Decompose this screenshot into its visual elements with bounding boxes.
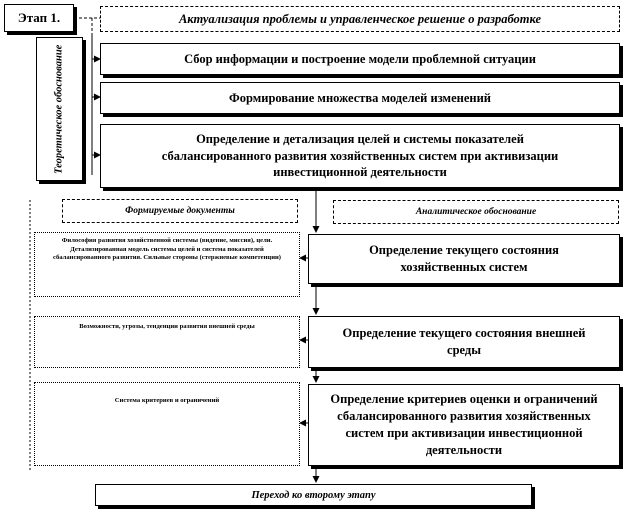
analytic-step-3: Определение критериев оценки и ограничен… [308,384,620,466]
step-3: Определение и детализация целей и систем… [100,124,620,188]
step-2: Формирование множества моделей изменений [100,82,620,114]
stage-label: Этап 1. [4,4,74,32]
doc-1: Философия развития хозяйственной системы… [53,237,281,262]
analytic-step-2: Определение текущего состояния внешней с… [308,316,620,368]
doc-3-box: Система критериев и ограничений [34,382,300,466]
documents-header: Формируемые документы [62,199,298,223]
step-1: Сбор информации и построение модели проб… [100,43,620,75]
analytic-step-1: Определение текущего состояния хозяйстве… [308,234,620,284]
next-stage: Переход ко второму этапу [95,484,532,506]
doc-2: Возможности, угрозы, тенденции развития … [79,323,255,330]
doc-3: Система критериев и ограничений [114,397,220,404]
doc-2-box: Возможности, угрозы, тенденции развития … [34,316,300,368]
doc-1-box: Философия развития хозяйственной системы… [34,232,300,297]
analytic-header: Аналитическое обоснование [333,200,619,224]
top-title: Актуализация проблемы и управленческое р… [100,6,620,32]
side-label-box: Теоретическое обоснование [36,37,83,181]
side-label: Теоретическое обоснование [53,44,65,174]
